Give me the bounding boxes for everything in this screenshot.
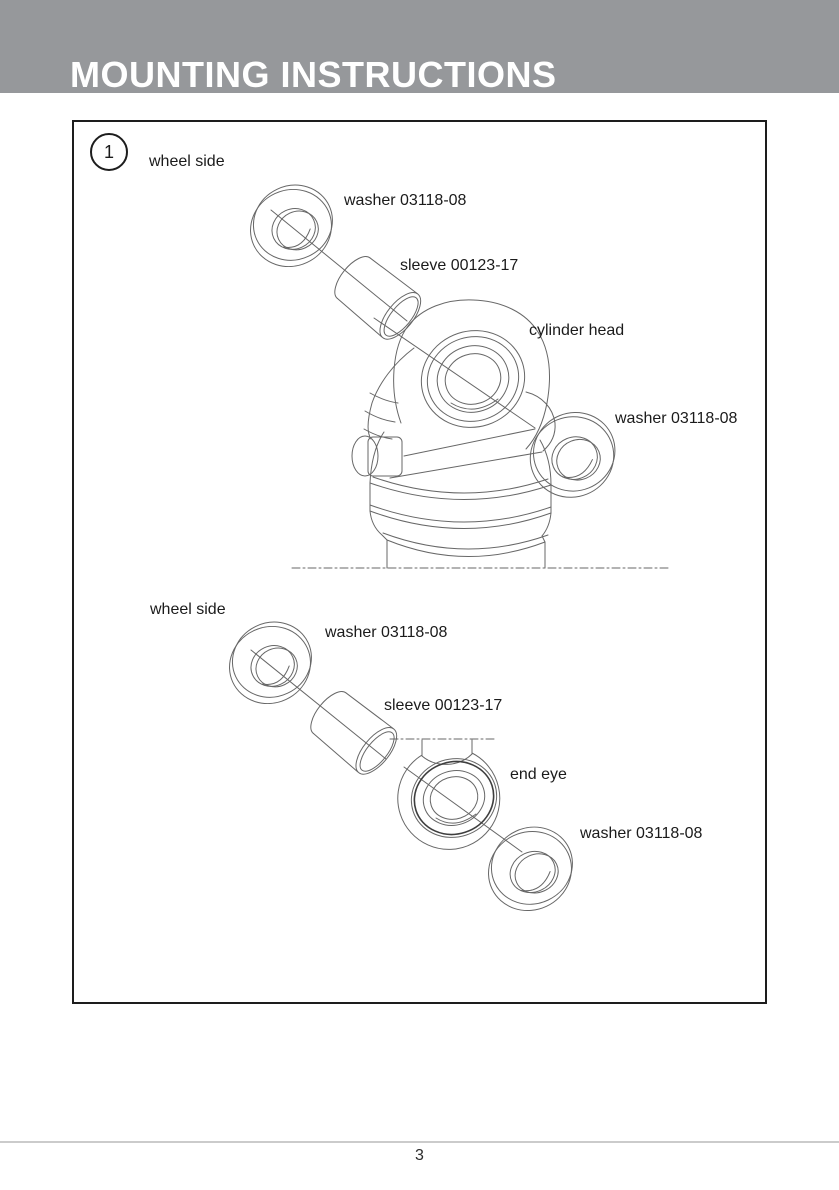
washer-top-drawing: [250, 184, 333, 268]
axis-line-1b: [373, 317, 536, 429]
washer-bottom-drawing-2: [488, 826, 573, 912]
label-wheel-side-1: wheel side: [149, 153, 225, 170]
axis-line-1a: [270, 209, 408, 322]
label-washer-top-2: washer 03118-08: [325, 624, 448, 641]
page-number: 3: [415, 1147, 424, 1164]
diagram-1-cylinder-head-assembly: [250, 184, 671, 569]
step-number-badge: 1: [90, 133, 128, 171]
axis-line-2b: [403, 766, 523, 853]
page-title: MOUNTING INSTRUCTIONS: [70, 54, 557, 95]
page-header: MOUNTING INSTRUCTIONS: [0, 0, 839, 93]
label-washer-top-1: washer 03118-08: [344, 192, 467, 209]
washer-bottom-drawing: [529, 412, 616, 498]
label-sleeve-1: sleeve 00123-17: [400, 257, 519, 274]
washer-top-drawing-2: [229, 621, 312, 705]
diagram-2-end-eye-assembly: [229, 621, 573, 912]
footer-divider: [0, 1141, 839, 1143]
label-cylinder-head: cylinder head: [529, 322, 625, 339]
label-end-eye: end eye: [510, 766, 567, 783]
sleeve-drawing-1: [334, 256, 422, 340]
axis-line-2a: [250, 649, 387, 760]
label-washer-bottom-2: washer 03118-08: [580, 825, 703, 842]
step-number: 1: [103, 141, 114, 162]
sleeve-drawing-2: [310, 691, 398, 775]
cylinder-head-drawing: [351, 299, 556, 569]
end-eye-drawing: [397, 739, 501, 850]
label-washer-bottom-1: washer 03118-08: [615, 410, 738, 427]
label-wheel-side-2: wheel side: [150, 601, 226, 618]
label-sleeve-2: sleeve 00123-17: [384, 697, 503, 714]
figure-box: 1 wheel side washer 03118-08 sleeve 0012…: [72, 120, 767, 1004]
exploded-view-line-art: [229, 184, 671, 912]
